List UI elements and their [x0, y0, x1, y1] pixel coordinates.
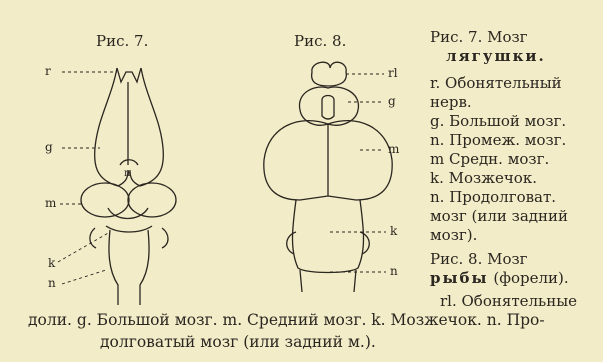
- frog-leader-n: [62, 270, 106, 284]
- frog-olfactory-nerve: [117, 68, 141, 82]
- fish-right-nerve: [360, 232, 369, 254]
- fish-left-optic-lobe: [264, 121, 328, 200]
- frog-diencephalon: [120, 160, 138, 165]
- frog-right-nerve-roots: [162, 228, 168, 248]
- caption-8-heading: Рис. 8. Мозг: [430, 250, 528, 269]
- caption-7-line: n. Промеж. мозг.: [430, 131, 566, 150]
- frog-left-nerve-roots: [90, 228, 96, 248]
- fish-pineal: [322, 96, 334, 120]
- fish-label-m: m: [388, 142, 399, 156]
- caption-7-line: n. Продолговат.: [430, 188, 556, 207]
- frog-right-optic-lobe: [128, 183, 176, 217]
- caption-continuation-line-2: долговатый мозг (или задний м.).: [100, 333, 376, 351]
- frog-right-hemisphere: [130, 68, 163, 186]
- caption-7-line: k. Мозжечок.: [430, 169, 537, 188]
- fish-label-k: k: [390, 224, 397, 238]
- frog-medulla-left: [109, 230, 118, 305]
- caption-8-fish-word: рыбы: [430, 269, 489, 287]
- fish-olfactory-lobes: [312, 62, 347, 86]
- caption-7-line: g. Большой мозг.: [430, 112, 566, 131]
- fish-label-rl: rl: [388, 66, 398, 80]
- frog-label-k: k: [48, 256, 55, 270]
- fish-right-optic-lobe: [328, 121, 392, 200]
- frog-label-g: g: [45, 140, 53, 154]
- caption-7-line: m Средн. мозг.: [430, 150, 549, 169]
- frog-left-optic-lobe: [81, 183, 129, 217]
- caption-8-heading-2: рыбы (форели).: [430, 269, 569, 288]
- frog-leader-k: [58, 232, 110, 262]
- frog-medulla-right: [140, 230, 149, 305]
- caption-7-heading-2: лягушки.: [446, 47, 546, 66]
- caption-continuation-line-1: доли. g. Большой мозг. m. Средний мозг. …: [28, 311, 545, 329]
- caption-7-line: r. Обонятельный: [430, 74, 562, 93]
- fish-left-nerve: [287, 232, 296, 254]
- figure-8-title: Рис. 8.: [294, 32, 346, 50]
- caption-7-heading: Рис. 7. Мозг: [430, 28, 528, 47]
- frog-label-n-lower: n: [48, 276, 56, 290]
- frog-left-hemisphere: [95, 68, 128, 186]
- caption-7-line: нерв.: [430, 93, 472, 112]
- caption-7-line: мозг (или задний: [430, 207, 568, 226]
- frog-label-m: m: [45, 196, 56, 210]
- caption-8-fish-species: (форели).: [489, 269, 569, 287]
- fish-label-n: n: [390, 264, 398, 278]
- frog-brain-drawing: [81, 68, 176, 305]
- frog-cerebellum: [106, 226, 152, 232]
- fish-medulla: [300, 270, 356, 292]
- fish-cerebellum: [293, 200, 364, 273]
- frog-label-n: n: [124, 168, 130, 179]
- caption-7-line: мозг).: [430, 226, 477, 245]
- frog-midbrain-lower: [108, 208, 148, 219]
- fish-brain-drawing: [264, 62, 392, 292]
- frog-label-r: r: [45, 64, 51, 78]
- caption-8-line: rl. Обонятельные: [440, 292, 577, 311]
- fish-label-g: g: [388, 94, 396, 108]
